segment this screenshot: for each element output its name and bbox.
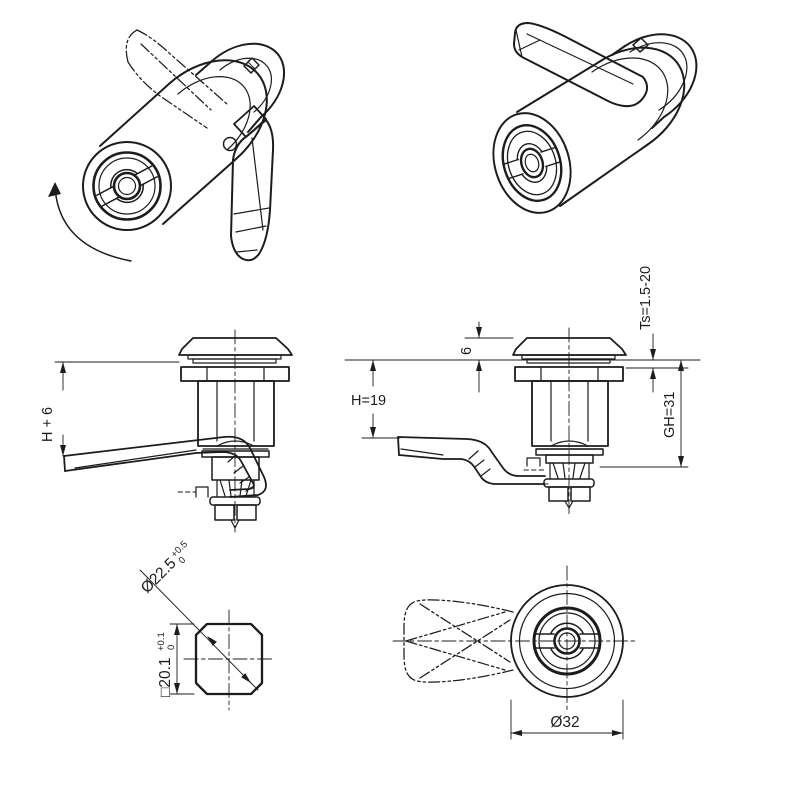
- view-front: Ø32: [392, 565, 637, 740]
- dimension-ts: Ts=1.5-20: [625, 266, 689, 393]
- dim-label-h-plus-6: H + 6: [40, 407, 56, 442]
- dimension-square-20-1: □20.1 +0.1 0: [156, 623, 195, 697]
- dimension-gh: GH=31: [599, 359, 689, 468]
- dim-label-square-20-1: □20.1: [157, 657, 174, 697]
- dim-label-dia-32: Ø32: [550, 714, 579, 731]
- view-side-open: H + 6: [40, 329, 293, 533]
- view-iso-open: [48, 29, 286, 262]
- cam-pin: [222, 136, 238, 152]
- wing-handle: [63, 435, 267, 498]
- phantom-handle: [403, 599, 514, 683]
- wing-handle-iso: [230, 119, 275, 262]
- dimension-h19: H=19: [351, 359, 401, 439]
- latch-head: [512, 337, 627, 364]
- wing-handle: [397, 436, 546, 485]
- dim-tol-lower: 0: [166, 645, 177, 650]
- rotation-arrow-icon: [48, 182, 132, 262]
- gasket: [526, 358, 611, 364]
- screw-tip: [564, 500, 574, 509]
- cam-step: [526, 457, 541, 467]
- screw-boss: [632, 37, 649, 53]
- key-slot: [501, 136, 563, 190]
- dim-tol-upper: +0.1: [156, 632, 167, 651]
- phantom-handle: [125, 29, 228, 129]
- dim-label-h19: H=19: [351, 393, 386, 409]
- latch-face: [82, 141, 172, 231]
- dimension-6: 6: [459, 321, 514, 393]
- cam-assembly: [177, 450, 270, 529]
- dim-tol-lower: 0: [177, 555, 189, 567]
- octagon-outline: [194, 622, 264, 696]
- gasket: [192, 358, 277, 364]
- latch-face: [510, 584, 624, 698]
- latch-face: [481, 103, 583, 223]
- latch-body: [197, 380, 275, 450]
- key-slot: [533, 622, 601, 660]
- dim-label-6: 6: [459, 347, 475, 355]
- wing-handle-iso: [513, 22, 649, 108]
- screw-boss: [243, 57, 260, 74]
- dim-label-ts: Ts=1.5-20: [638, 266, 654, 330]
- latch-body-iso: [99, 42, 286, 225]
- view-iso-closed: [481, 22, 698, 223]
- view-side-closed: 6 H=19 Ts=1.5-20 GH=31: [344, 266, 701, 517]
- latch-body-iso: [516, 33, 698, 207]
- cam-plate: [233, 105, 267, 138]
- screw-tip: [230, 519, 240, 529]
- latch-head: [178, 337, 293, 364]
- key-slot: [96, 165, 158, 207]
- dimension-dia-32: Ø32: [510, 699, 624, 740]
- dimension-h-plus-6: H + 6: [40, 361, 180, 457]
- dim-label-gh: GH=31: [662, 392, 678, 438]
